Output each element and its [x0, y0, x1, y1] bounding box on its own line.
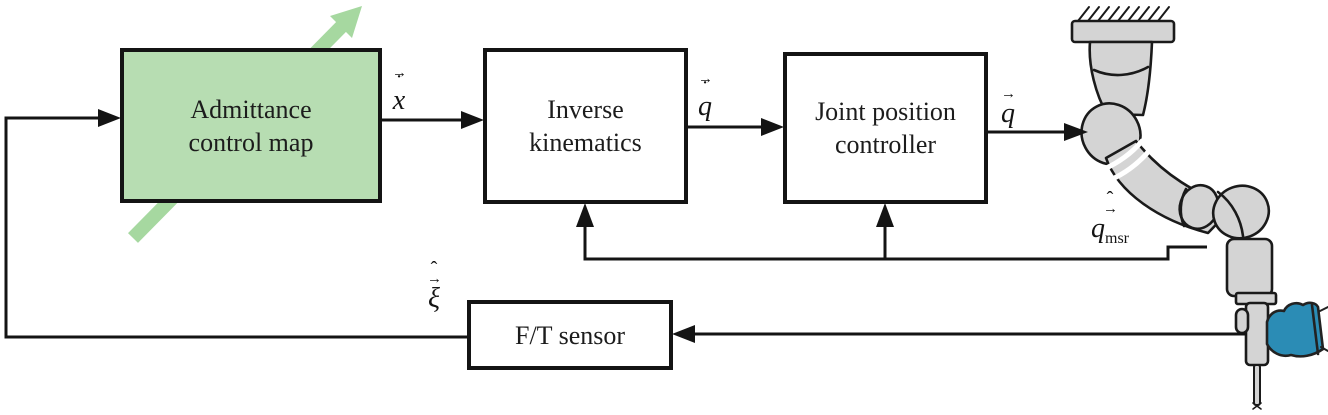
admittance-label-line1: Admittance	[190, 94, 312, 124]
arrowhead-into-ft-sensor	[672, 325, 695, 343]
jpc-label-line2: controller	[834, 130, 937, 159]
hand-glove-icon	[1265, 301, 1328, 358]
ik-label-line1: Inverse	[547, 95, 624, 124]
block-inverse-kinematics: Inverse kinematics	[483, 48, 688, 204]
signal-label-q-msr: ˆ → q msr	[1068, 188, 1152, 247]
ft-sensor-label: F/T sensor	[514, 320, 626, 350]
block-ft-sensor: F/T sensor	[467, 300, 673, 370]
ceiling-hatch-icon	[1077, 6, 1170, 22]
robot-arm-illustration	[1070, 6, 1328, 410]
q-msr-base: q	[1091, 213, 1105, 244]
q-msr-feedback-wire	[583, 226, 1207, 261]
robot-mount-plate	[1070, 19, 1176, 44]
signal-label-x-dot: → ˙ x	[381, 65, 417, 116]
signal-label-q: → q	[991, 86, 1025, 129]
ik-label-line2: kinematics	[529, 128, 642, 157]
hat-accent-icon: ˆ	[1106, 188, 1114, 210]
hat-accent-icon: ˆ	[430, 258, 438, 280]
arrowhead-into-joint-controller	[761, 118, 784, 136]
vec-arrow-icon: →	[1001, 86, 1016, 102]
arrowhead-into-jpc-bottom	[876, 203, 894, 227]
arrowhead-into-inverse-kinematics	[461, 111, 484, 129]
robot-tool-body	[1244, 301, 1270, 367]
vec-arrow-icon: →	[698, 71, 713, 87]
signal-label-q-dot: → ˙ q	[688, 71, 722, 122]
block-admittance-control-map: Admittance control map	[120, 48, 382, 203]
block-joint-position-controller: Joint position controller	[783, 52, 988, 204]
xi-base: ξ	[428, 283, 440, 314]
jpc-label-line1: Joint position	[815, 97, 956, 126]
robot-upper-link	[1088, 40, 1154, 117]
q-dot-base: q	[698, 91, 712, 122]
vec-arrow-icon: →	[392, 65, 407, 81]
robot-tool-probe	[1253, 364, 1261, 406]
q-msr-subscript: msr	[1105, 230, 1129, 247]
dot-accent-icon: ˙	[701, 76, 709, 101]
arrowhead-into-ik-bottom	[576, 203, 594, 227]
x-dot-base: x	[392, 85, 406, 116]
vec-arrow-icon: →	[1103, 201, 1118, 217]
admittance-label-line2: control map	[188, 127, 314, 157]
xi-feedback-wire	[4, 116, 467, 339]
arrowhead-into-admittance	[98, 109, 121, 127]
q-base: q	[1001, 98, 1015, 129]
vec-arrow-icon: →	[427, 271, 442, 287]
signal-label-xi: ˆ → ξ	[414, 258, 454, 314]
arrowhead-into-robot	[1064, 123, 1088, 141]
dot-accent-icon: ˙	[395, 70, 403, 95]
